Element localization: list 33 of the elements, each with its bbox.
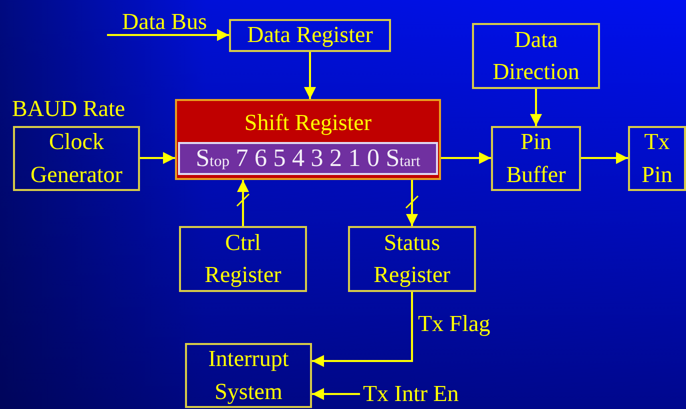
bit-frame-bar	[178, 142, 438, 175]
direction-register-box	[472, 23, 600, 89]
arrow	[312, 388, 360, 400]
arrow	[530, 89, 542, 126]
arrow	[441, 152, 491, 164]
pin-box	[628, 126, 686, 191]
arrow	[140, 152, 175, 164]
register-box	[348, 226, 476, 292]
node-label: Tx Pin	[640, 128, 674, 188]
node-label: Interrupt System	[207, 345, 290, 406]
node-label: Ctrl Register	[204, 228, 282, 289]
node-label: Data Direction	[492, 26, 580, 86]
node-label: Shift Register	[244, 109, 372, 137]
register-box	[179, 226, 307, 292]
arrow	[237, 180, 249, 226]
arrow	[312, 292, 413, 367]
interrupt-box	[185, 343, 312, 408]
pin-buffer-box	[491, 126, 581, 191]
arrow	[304, 52, 316, 99]
arrow	[107, 29, 229, 41]
edge-label: Tx Flag	[418, 311, 490, 336]
shift-register-box	[175, 99, 441, 180]
node-label: Status Register	[372, 228, 452, 289]
clock-generator-box	[13, 126, 140, 191]
node-label: Data Register	[247, 21, 373, 50]
node-caption: BAUD Rate	[12, 96, 126, 122]
arrow	[581, 152, 628, 164]
node-label: Clock Generator	[30, 128, 124, 188]
node-label: Pin Buffer	[505, 128, 567, 188]
arrow	[406, 180, 418, 226]
edge-label: Tx Intr En	[363, 381, 459, 406]
edge-label: Data Bus	[122, 9, 207, 34]
register-box	[229, 19, 391, 52]
